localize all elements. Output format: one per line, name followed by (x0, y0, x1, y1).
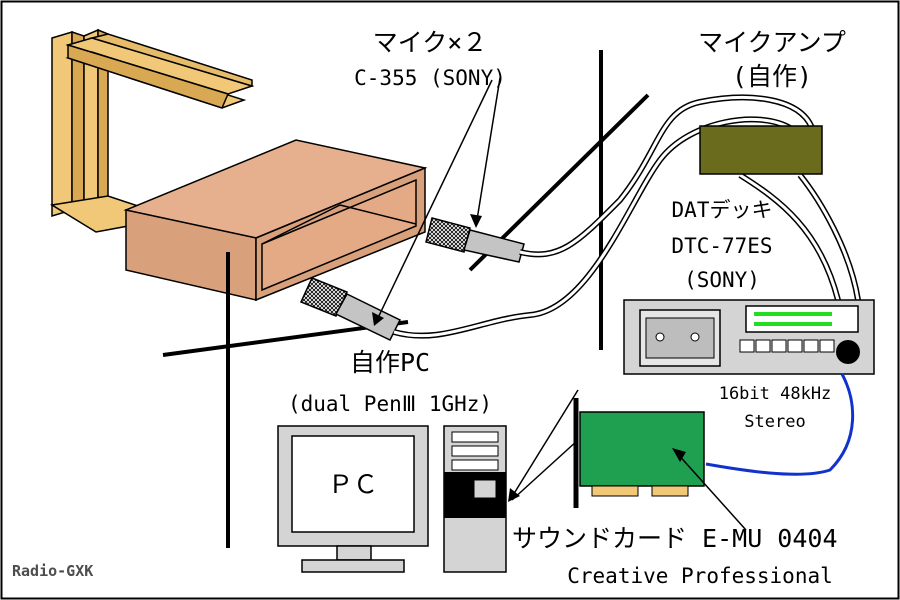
mic-cable-inner (393, 96, 860, 338)
level-meter-left (754, 312, 832, 316)
pointer-arrowheads (372, 214, 686, 502)
wooden-stand (49, 28, 255, 233)
deck-buttons (739, 339, 835, 353)
pc-title-label: 自作PC (349, 348, 431, 377)
mic-baffle-box (123, 139, 428, 302)
sound-card (573, 398, 705, 508)
format-channels-label: Stereo (744, 412, 806, 432)
volume-knob (836, 340, 860, 364)
pc-spec-label: (dual PenⅢ 1GHz) (287, 392, 493, 416)
credit-label: Radio-GXK (12, 562, 94, 580)
dat-title-label: DATデッキ (671, 198, 773, 222)
mic-amp-box (699, 125, 823, 175)
dat-deck (623, 299, 875, 375)
soundcard-name-label: サウンドカード E-MU 0404 (512, 524, 838, 553)
amp-title-label: マイクアンプ (698, 28, 846, 57)
digital-cable (705, 373, 855, 476)
format-bits-label: 16bit 48kHz (718, 384, 832, 404)
pc-tower (443, 425, 507, 573)
monitor-screen-text: ＰＣ (327, 470, 379, 499)
microphone-upper (425, 217, 525, 263)
pointer-lines (375, 77, 747, 531)
level-display (745, 305, 859, 333)
mic-model-label: C-355 (SONY) (354, 66, 506, 90)
mic-title-label: マイク×２ (372, 28, 488, 57)
dat-maker-label: (SONY) (684, 268, 760, 292)
soundcard-maker-label: Creative Professional (567, 564, 833, 588)
microphone-lower (299, 277, 402, 341)
level-meter-right (754, 322, 832, 326)
pc-monitor (277, 425, 429, 573)
dat-model-label: DTC-77ES (671, 234, 773, 258)
amp-sub-label: (自作) (731, 62, 813, 91)
